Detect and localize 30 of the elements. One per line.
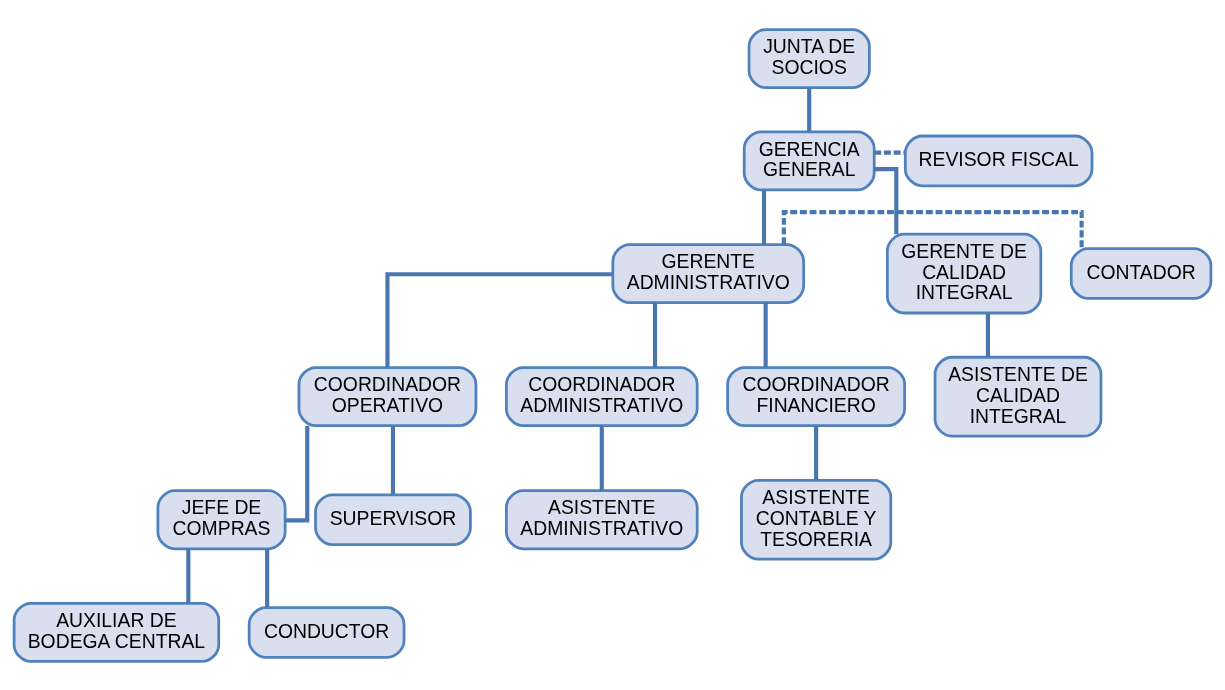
node-box: JUNTA DE SOCIOS bbox=[747, 27, 871, 89]
connector bbox=[874, 166, 899, 234]
node-box: ASISTENTE DE CALIDAD INTEGRAL bbox=[933, 355, 1103, 437]
node-box: GERENCIA GENERAL bbox=[742, 129, 876, 191]
connector bbox=[814, 425, 819, 480]
node-box: AUXILIAR DE BODEGA CENTRAL bbox=[12, 601, 221, 663]
node-box: GERENTE ADMINISTRATIVO bbox=[611, 242, 806, 304]
node-box: REVISOR FISCAL bbox=[903, 134, 1094, 187]
connector bbox=[385, 271, 613, 367]
connector bbox=[390, 425, 396, 494]
node-box: GERENTE DE CALIDAD INTEGRAL bbox=[885, 232, 1043, 314]
node-box: CONTADOR bbox=[1069, 246, 1213, 300]
node-box: COORDINADOR ADMINISTRATIVO bbox=[505, 365, 699, 427]
connector bbox=[763, 302, 768, 367]
node-box: COORDINADOR FINANCIERO bbox=[726, 365, 906, 427]
connector bbox=[761, 190, 767, 244]
connector bbox=[265, 548, 270, 607]
node-box: JEFE DE COMPRAS bbox=[156, 488, 287, 550]
connector bbox=[186, 548, 191, 603]
connector bbox=[652, 302, 658, 367]
connector bbox=[599, 425, 604, 490]
node-box: SUPERVISOR bbox=[314, 492, 472, 546]
connector bbox=[781, 209, 1084, 249]
node-box: CONDUCTOR bbox=[247, 605, 406, 659]
node-box: ASISTENTE CONTABLE Y TESORERIA bbox=[740, 478, 893, 561]
connector bbox=[807, 87, 812, 132]
connector bbox=[874, 150, 905, 155]
node-box: COORDINADOR OPERATIVO bbox=[297, 365, 478, 427]
node-box: ASISTENTE ADMINISTRATIVO bbox=[505, 488, 699, 550]
connector bbox=[985, 312, 990, 357]
